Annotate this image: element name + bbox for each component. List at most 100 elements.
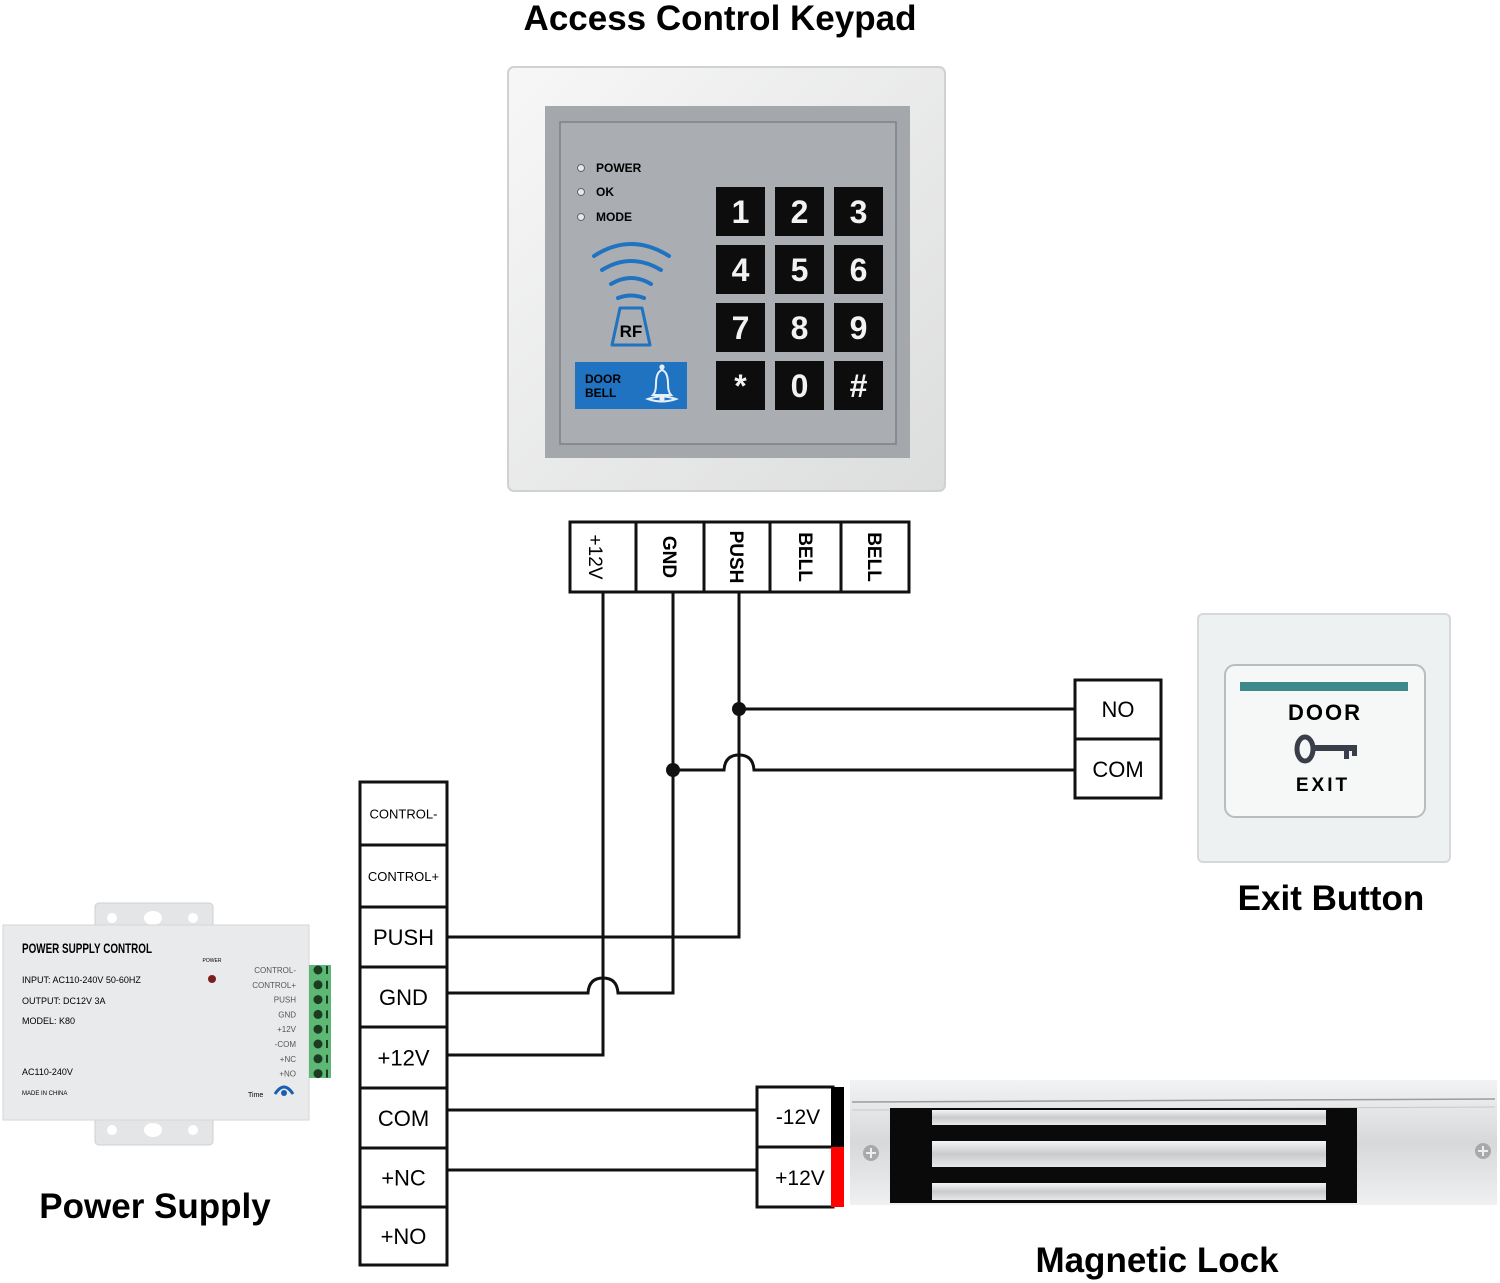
bell-icon <box>645 364 679 403</box>
psu-input-label: AC110-240V <box>22 1067 73 1077</box>
exit-button-device[interactable]: DOOR EXIT <box>1197 613 1451 863</box>
psu-power-led-label: POWER <box>203 958 222 964</box>
exit-button-face[interactable] <box>1224 664 1426 818</box>
terminal-slot <box>326 966 328 974</box>
indicator-label: MODE <box>596 210 632 224</box>
key-1[interactable]: 1 <box>716 187 765 236</box>
power-supply-title: Power Supply <box>39 1187 271 1226</box>
key-cap <box>775 245 824 294</box>
terminal-slot <box>326 995 328 1004</box>
wireless-icon <box>273 1085 295 1096</box>
wire-push <box>447 592 741 939</box>
magnetic-lock-terminal-block: -12V +12V <box>755 1085 844 1209</box>
exit-button-terminal-block: NO COM <box>1073 678 1163 800</box>
terminal-slot <box>326 1010 328 1019</box>
key-cap <box>716 303 765 352</box>
terminal-lock-positive: +12V <box>775 1167 825 1190</box>
terminal-psu-push: PUSH <box>373 925 434 950</box>
key-label: 9 <box>850 310 868 346</box>
wire-12v <box>447 592 605 1057</box>
keypad-terminal-block: +12V GND PUSH BELL BELL <box>568 520 911 594</box>
screw-icon <box>313 1054 323 1064</box>
terminal-psu-12v: +12V <box>378 1046 430 1071</box>
key-star[interactable]: * <box>716 361 765 410</box>
key-6[interactable]: 6 <box>834 245 883 294</box>
key-cap <box>716 361 765 410</box>
psu-body <box>2 924 310 1121</box>
lock-positive-wire <box>831 1147 844 1207</box>
wire-exit-com <box>673 753 1075 772</box>
key-label: # <box>850 368 868 404</box>
psu-screws <box>313 965 328 1079</box>
power-supply-device: POWER SUPPLY CONTROL INPUT: AC110-240V 5… <box>2 902 331 1146</box>
led-icon <box>577 213 585 221</box>
key-label: 5 <box>791 252 809 288</box>
psu-side-label: +NC <box>280 1055 296 1064</box>
psu-device-title: POWER SUPPLY CONTROL <box>22 940 152 956</box>
lock-plate <box>932 1183 1326 1200</box>
key-9[interactable]: 9 <box>834 303 883 352</box>
terminal-slot <box>326 1054 328 1063</box>
terminal-psu-no: +NO <box>381 1224 427 1249</box>
led-icon <box>577 164 585 172</box>
terminal-keypad-bell-1: BELL <box>794 532 815 582</box>
power-led-icon <box>208 975 216 983</box>
psu-spec-input: INPUT: AC110-240V 50-60HZ <box>22 975 141 985</box>
psu-terminal-frame <box>358 780 449 1267</box>
key-label: 2 <box>791 194 809 230</box>
terminal-exit-com: COM <box>1092 757 1143 782</box>
terminal-keypad-bell-2: BELL <box>863 532 884 582</box>
key-2[interactable]: 2 <box>775 187 824 236</box>
doorbell-button[interactable]: DOOR BELL <box>575 362 687 409</box>
key-8[interactable]: 8 <box>775 303 824 352</box>
psu-spec-output: OUTPUT: DC12V 3A <box>22 996 106 1006</box>
key-cap <box>834 245 883 294</box>
key-5[interactable]: 5 <box>775 245 824 294</box>
key-hash[interactable]: # <box>834 361 883 410</box>
key-0[interactable]: 0 <box>775 361 824 410</box>
key-label: 7 <box>732 310 750 346</box>
exit-button-stripe <box>1240 682 1408 691</box>
terminal-exit-no: NO <box>1102 697 1135 722</box>
key-cap <box>716 245 765 294</box>
key-7[interactable]: 7 <box>716 303 765 352</box>
key-cap <box>775 303 824 352</box>
indicator-ok: OK <box>577 185 614 199</box>
psu-side-label: +NO <box>279 1070 296 1079</box>
screw-icon <box>313 1024 323 1034</box>
key-3[interactable]: 3 <box>834 187 883 236</box>
screw-icon <box>313 980 323 990</box>
terminal-psu-nc: +NC <box>381 1166 426 1191</box>
led-icon <box>577 188 585 196</box>
junction-dot <box>732 702 746 716</box>
psu-side-label: CONTROL- <box>254 966 296 975</box>
key-label: 1 <box>732 194 750 230</box>
psu-spec-model: MODEL: K80 <box>22 1016 75 1026</box>
wire-gnd <box>447 592 675 995</box>
access-control-keypad: POWER OK MODE RF DOOR BELL <box>507 66 946 492</box>
exit-button-door-label: DOOR <box>1288 700 1362 725</box>
magnetic-lock-title: Magnetic Lock <box>1035 1241 1279 1280</box>
screw-icon <box>313 1009 323 1019</box>
terminal-slot <box>326 1040 328 1048</box>
screw-icon <box>313 995 323 1005</box>
screw-icon <box>313 1039 323 1049</box>
key-label: 3 <box>850 194 868 230</box>
terminal-psu-gnd: GND <box>379 985 428 1010</box>
key-4[interactable]: 4 <box>716 245 765 294</box>
key-label: 6 <box>850 252 868 288</box>
doorbell-label: DOOR <box>585 372 621 386</box>
screw-icon <box>313 965 323 975</box>
exit-button-exit-label: EXIT <box>1296 775 1350 796</box>
key-label: * <box>734 368 747 404</box>
key-cap <box>834 187 883 236</box>
psu-side-label: +12V <box>277 1025 297 1034</box>
key-cap <box>716 187 765 236</box>
screw-icon <box>1475 1143 1491 1159</box>
exit-button-title: Exit Button <box>1238 879 1425 918</box>
doorbell-label: BELL <box>585 386 616 400</box>
key-label: 0 <box>791 368 809 404</box>
